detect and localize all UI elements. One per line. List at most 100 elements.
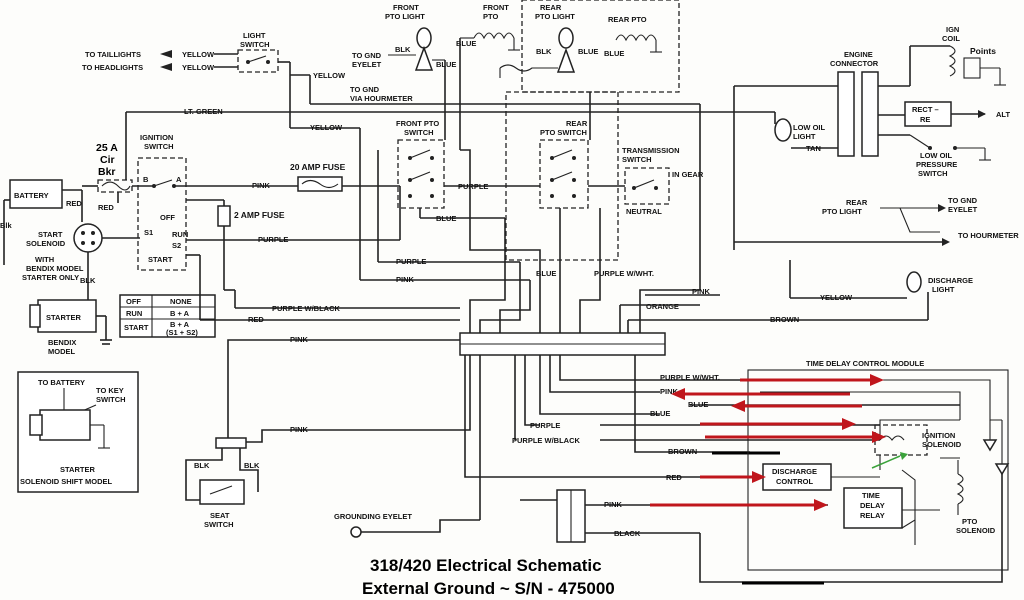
wire-pink-relay: PINK — [604, 500, 623, 509]
seat-connector — [215, 437, 247, 449]
rectifier-label-2: RE — [920, 115, 930, 124]
front-pto-switch-label-2: SWITCH — [404, 128, 434, 137]
bendix-model-1: BENDIX — [48, 338, 76, 347]
table-cell-start-2: (S1 + S2) — [166, 328, 198, 337]
rear-pto-light-label-1: REAR — [540, 3, 562, 12]
low-oil-light — [774, 118, 792, 142]
pto-solenoid-coil — [956, 473, 964, 505]
seat-switch-label-2: SWITCH — [204, 520, 234, 529]
to-headlights: TO HEADLIGHTS — [82, 63, 143, 72]
ignition-truth-table — [119, 294, 216, 338]
table-cell-none: NONE — [170, 297, 192, 306]
pto-solenoid-label-1: PTO — [962, 517, 977, 526]
breaker-label-2: Cir — [100, 154, 115, 166]
wire-blue-mid: BLUE — [436, 214, 456, 223]
wire-yellow-tail: YELLOW — [182, 50, 215, 59]
start-solenoid — [73, 223, 103, 253]
wire-blk-seat-1: BLK — [194, 461, 210, 470]
low-oil-pressure-1: LOW OIL — [920, 151, 952, 160]
ignition-switch-label-2: SWITCH — [144, 142, 174, 151]
bendix-note-3: STARTER ONLY — [22, 273, 79, 282]
discharge-control — [762, 463, 832, 491]
wire-blue-front-light: BLUE — [436, 60, 456, 69]
fuse-2-amp — [217, 205, 231, 227]
low-oil-pressure-2: PRESSURE — [916, 160, 957, 169]
wire-tan: TAN — [806, 144, 821, 153]
start-solenoid-label-2: SOLENOID — [26, 239, 66, 248]
engine-connector-label-1: ENGINE — [844, 50, 873, 59]
wire-purple-white-top: PURPLE W/WHT. — [594, 269, 654, 278]
transmission-switch-label-1: TRANSMISSION — [622, 146, 680, 155]
wire-purple-white-low: PURPLE W/WHT. — [660, 373, 720, 382]
wire-blk-seat-2: BLK — [244, 461, 260, 470]
wire-brown-module: BROWN — [668, 447, 697, 456]
to-gnd-eyelet-left-1: TO GND — [352, 51, 382, 60]
fuse-2-label: 2 AMP FUSE — [234, 210, 285, 220]
breaker-label-1: 25 A — [96, 142, 118, 154]
pto-solenoid-label-2: SOLENOID — [956, 526, 996, 535]
wire-blue-rear-pto: BLUE — [604, 49, 624, 58]
ign-terminal-b: B — [143, 175, 149, 184]
diode-1 — [982, 439, 998, 452]
light-switch-label-1: LIGHT — [243, 31, 266, 40]
front-pto-switch-label-1: FRONT PTO — [396, 119, 439, 128]
front-pto-switch — [397, 139, 445, 209]
wire-purple-ign: PURPLE — [258, 235, 288, 244]
low-oil-light-label-1: LOW OIL — [793, 123, 825, 132]
breaker-label-3: Bkr — [98, 166, 116, 178]
wire-black: BLACK — [614, 529, 641, 538]
bendix-note-1: WITH — [35, 255, 54, 264]
wire-red-ign: RED — [248, 315, 264, 324]
blk-left-label: Blk — [0, 221, 13, 230]
rear-pto-switch-label-1: REAR — [566, 119, 588, 128]
green-pointer — [871, 452, 908, 469]
front-pto-label-1: FRONT — [483, 3, 509, 12]
alt-label: ALT — [996, 110, 1010, 119]
time-delay-relay — [843, 487, 903, 529]
to-key-switch-2: SWITCH — [96, 395, 126, 404]
rear-pto-coil — [615, 34, 657, 42]
engine-connector-right — [861, 71, 879, 157]
wire-blue-rear-light: BLUE — [578, 47, 598, 56]
wire-yellow-head: YELLOW — [182, 63, 215, 72]
wire-purple-low: PURPLE — [396, 257, 426, 266]
title-line-1: 318/420 Electrical Schematic — [370, 556, 602, 575]
starter-shift-label-2: SOLENOID SHIFT MODEL — [20, 477, 113, 486]
battery — [9, 179, 63, 209]
table-cell-run: B + A — [170, 309, 190, 318]
wire-blk-front-light: BLK — [395, 45, 411, 54]
wire-blue-module-2: BLUE — [688, 400, 708, 409]
ign-terminal-start: START — [148, 255, 173, 264]
starter-shift-label-1: STARTER — [60, 465, 95, 474]
points-label: Points — [970, 46, 996, 56]
wire-blue-rear: BLUE — [536, 269, 556, 278]
start-solenoid-label-1: START — [38, 230, 63, 239]
ignition-switch — [137, 157, 187, 271]
grounding-eyelet — [350, 526, 362, 538]
to-gnd-eyelet-right-2: EYELET — [948, 205, 978, 214]
discharge-control-label-1: DISCHARGE — [772, 467, 817, 476]
relay-label-2: DELAY — [860, 501, 885, 510]
low-oil-pressure-3: SWITCH — [918, 169, 948, 178]
discharge-light-label-1: DISCHARGE — [928, 276, 973, 285]
annotation-arrows — [650, 374, 886, 511]
wire-blue-front-pto: BLUE — [456, 39, 476, 48]
ign-terminal-a: A — [176, 175, 182, 184]
to-key-switch-1: TO KEY — [96, 386, 124, 395]
rear-pto-switch — [539, 139, 589, 209]
starter — [37, 299, 97, 333]
ign-terminal-s1: S1 — [144, 228, 153, 237]
low-oil-light-label-2: LIGHT — [793, 132, 816, 141]
wire-pink-low: PINK — [396, 275, 415, 284]
wire-pink-right: PINK — [692, 287, 711, 296]
table-row-start: START — [124, 323, 149, 332]
wire-orange: ORANGE — [646, 302, 679, 311]
wire-red-breaker: RED — [98, 203, 114, 212]
bendix-model-2: MODEL — [48, 347, 76, 356]
rear-pto-light-right-1: REAR — [846, 198, 868, 207]
front-pto-light-label-2: PTO LIGHT — [385, 12, 425, 21]
front-pto-light — [416, 27, 432, 49]
rear-pto-switch-label-2: PTO SWITCH — [540, 128, 587, 137]
